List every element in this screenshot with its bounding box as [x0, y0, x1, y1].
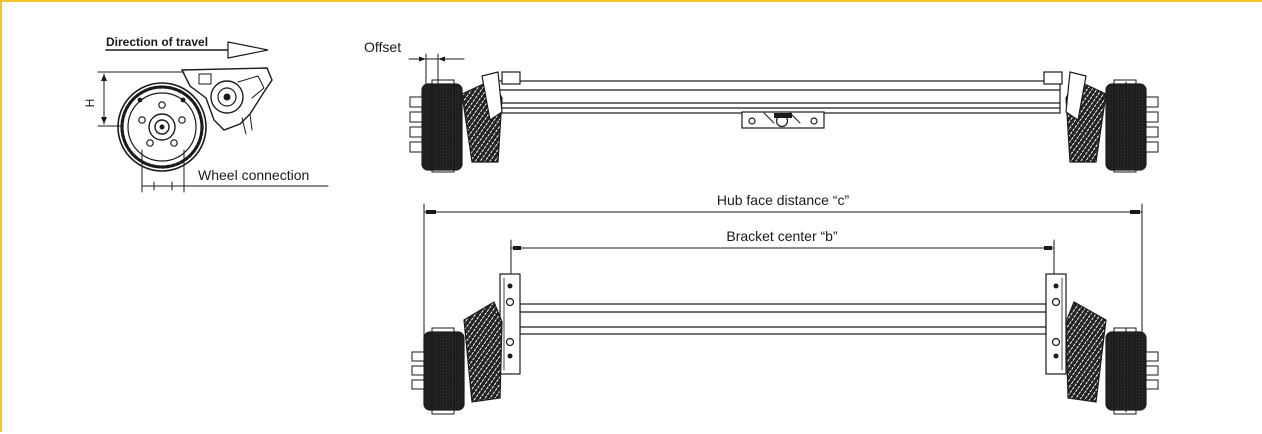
direction-arrow: [105, 41, 269, 59]
wheel-connection-dimension: [141, 149, 329, 193]
top-view-axle: Offset: [364, 39, 1159, 173]
direction-of-travel-label: Direction of travel: [106, 35, 208, 49]
offset-dimension: [408, 53, 465, 87]
wheel-connection-label: Wheel connection: [198, 167, 309, 183]
brake-drum-side: [117, 82, 207, 172]
right-hub-bottom: [1065, 301, 1159, 415]
trailing-arm: [180, 67, 273, 135]
axle-tube-top: [497, 71, 1063, 114]
offset-label: Offset: [364, 39, 401, 55]
center-mount: [741, 111, 825, 129]
left-hub-bottom: [411, 301, 503, 415]
hub-face-dimension: [423, 203, 1143, 339]
side-view: Direction of travel: [83, 35, 329, 193]
right-hub-top: [1065, 71, 1159, 173]
height-dimension: [97, 71, 185, 127]
bottom-view-axle: Hub face distance “c” Bracket center “b”: [411, 192, 1159, 415]
bracket-center-label: Bracket center “b”: [726, 228, 838, 244]
left-hub-top: [409, 71, 503, 173]
bracket-center-dimension: [510, 239, 1055, 279]
height-symbol-label: H: [83, 99, 97, 108]
right-mounting-bracket: [1045, 273, 1067, 375]
left-mounting-bracket: [499, 273, 521, 375]
axle-tube-bottom: [519, 303, 1047, 335]
hub-face-distance-label: Hub face distance “c”: [717, 192, 850, 208]
